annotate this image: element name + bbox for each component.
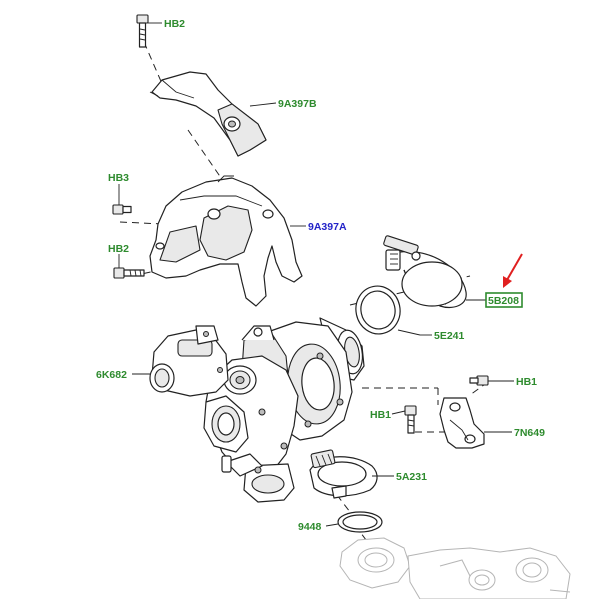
turbocharger-assembly (149, 317, 365, 503)
label-9a397a: 9A397A (308, 221, 347, 233)
bolt-hb3 (112, 204, 132, 215)
label-hb3: HB3 (108, 172, 129, 184)
v-band-clamp-5a231 (309, 449, 378, 499)
label-7n649: 7N649 (514, 427, 545, 439)
label-5b208: 5B208 (488, 295, 519, 307)
highlight-box-5b208 (485, 292, 523, 308)
label-hb2-left: HB2 (108, 243, 129, 255)
label-9448: 9448 (298, 521, 322, 533)
bolt-hb2-left (113, 267, 145, 279)
label-5a231: 5A231 (396, 471, 427, 483)
part-labels: HB2 9A397B HB3 9A397A HB2 5B208 5E241 6K… (96, 18, 545, 533)
label-leader-lines (118, 22, 514, 527)
gasket-5e241 (355, 285, 401, 335)
label-hb2-top: HB2 (164, 18, 185, 30)
bracket-7n649 (439, 397, 485, 449)
gasket-9448 (337, 511, 383, 533)
heat-shield-9a397a (149, 175, 303, 307)
heat-shield-9a397b (149, 71, 267, 157)
bolt-hb2-top (136, 14, 149, 48)
label-hb1-mid: HB1 (370, 409, 391, 421)
label-hb1-right: HB1 (516, 376, 537, 388)
bolt-hb1-right (469, 375, 489, 386)
exhaust-manifold-outline (339, 537, 571, 599)
v-band-clamp-5b208 (383, 235, 467, 309)
label-9a397b: 9A397B (278, 98, 317, 110)
label-5e241: 5E241 (434, 330, 465, 342)
bolt-hb1-mid (404, 405, 417, 434)
red-arrow-icon (503, 253, 523, 288)
label-6k682: 6K682 (96, 369, 127, 381)
